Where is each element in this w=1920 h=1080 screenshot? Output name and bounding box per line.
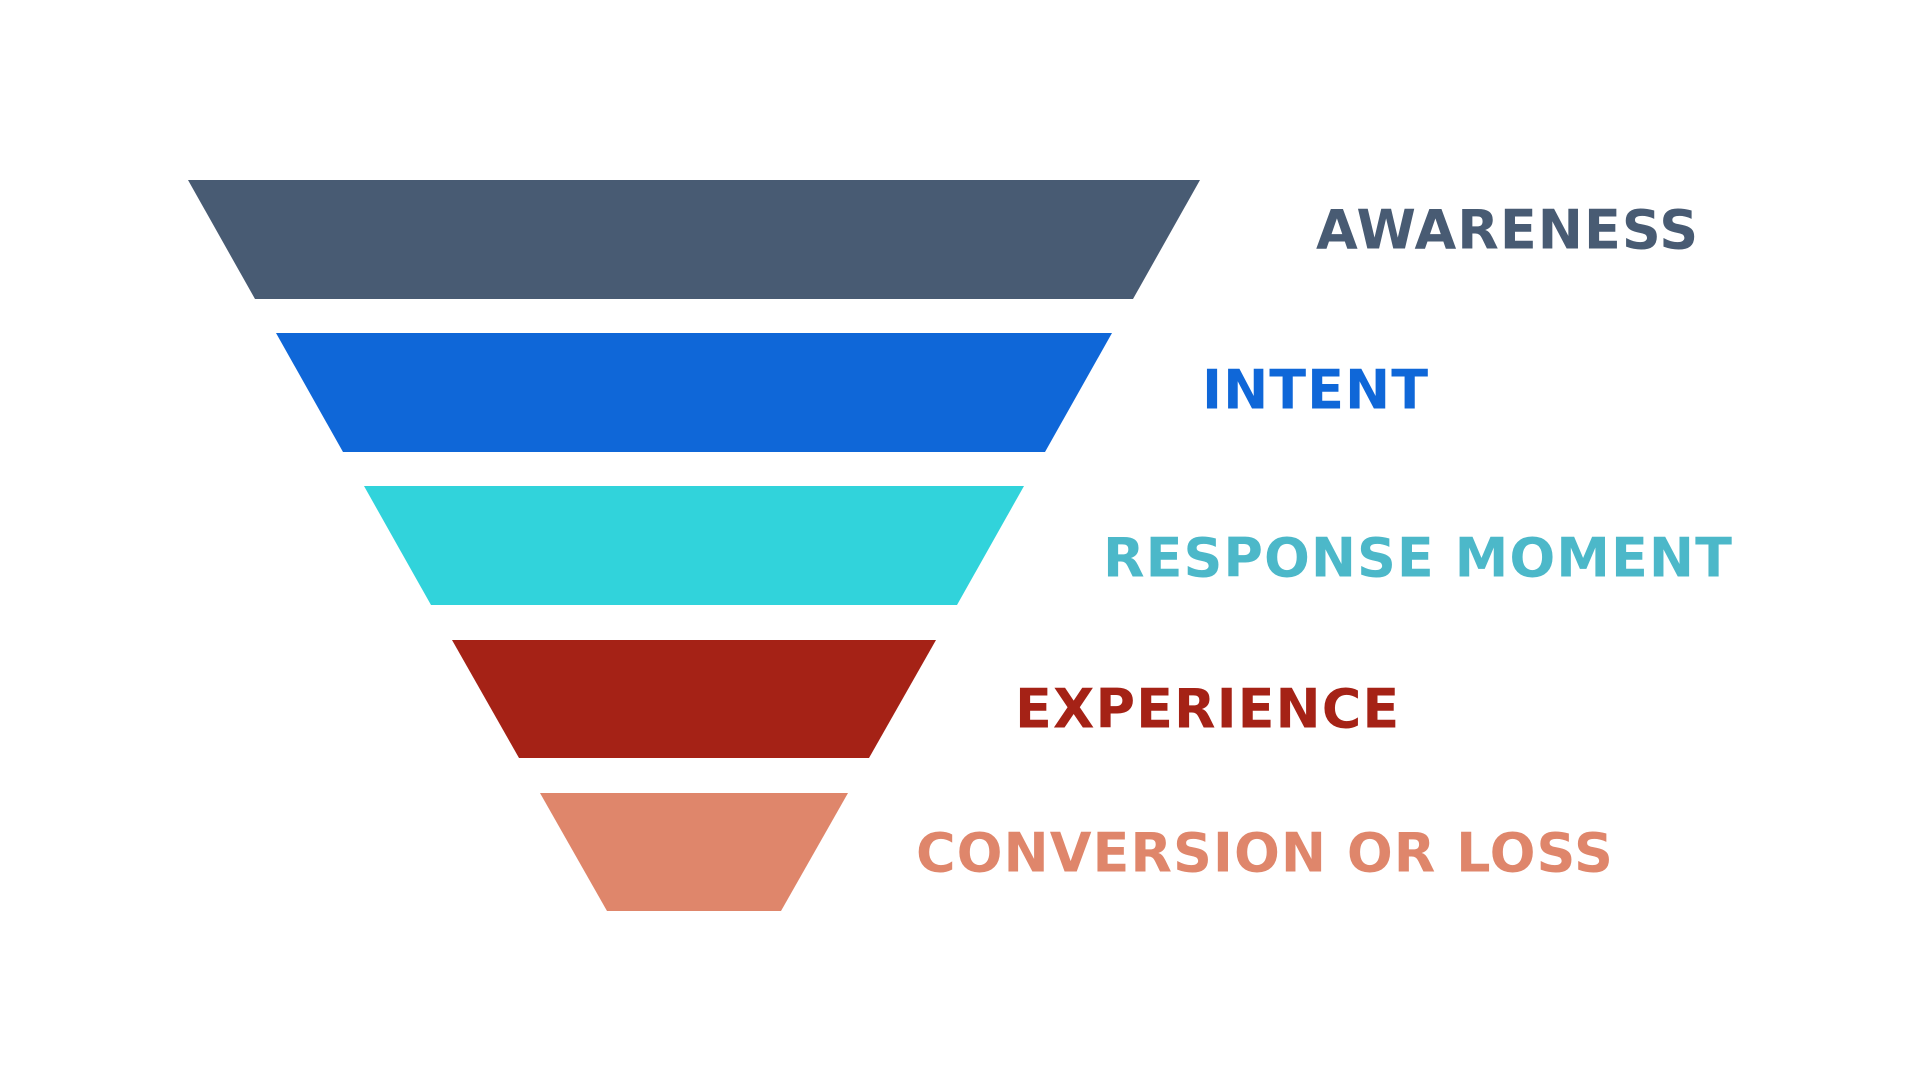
stage-label-conversion-or-loss: CONVERSION OR LOSS — [916, 822, 1614, 885]
funnel-segment-experience — [452, 640, 936, 758]
funnel-segment-awareness — [188, 180, 1200, 299]
funnel-segment-intent — [276, 333, 1112, 452]
stage-label-response-moment: RESPONSE MOMENT — [1103, 527, 1733, 590]
funnel-segment-response-moment — [364, 486, 1024, 605]
stage-label-intent: INTENT — [1202, 359, 1429, 422]
funnel-segment-conversion-or-loss — [540, 793, 848, 911]
stage-label-experience: EXPERIENCE — [1015, 678, 1400, 741]
stage-label-awareness: AWARENESS — [1316, 199, 1699, 262]
